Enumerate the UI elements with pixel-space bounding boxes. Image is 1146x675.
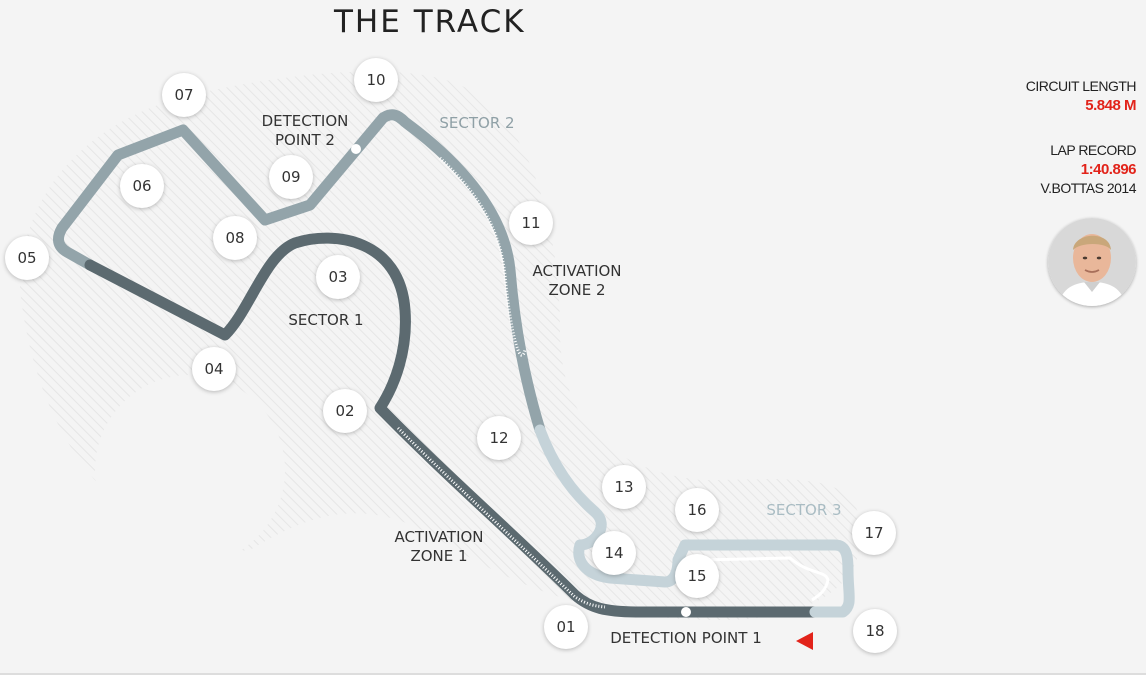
red-triangle-icon bbox=[796, 632, 813, 650]
driver-portrait-icon bbox=[1048, 218, 1136, 306]
corner-13: 13 bbox=[602, 465, 646, 509]
corner-14: 14 bbox=[592, 531, 636, 575]
corner-08: 08 bbox=[213, 216, 257, 260]
sector-3-label: SECTOR 3 bbox=[766, 501, 842, 519]
corner-12: 12 bbox=[477, 416, 521, 460]
corner-09: 09 bbox=[269, 155, 313, 199]
lap-record-label: LAP RECORD bbox=[1050, 142, 1136, 158]
track-sector-2 bbox=[53, 109, 546, 436]
detection-point-2-dot bbox=[351, 144, 361, 154]
corner-16: 16 bbox=[675, 488, 719, 532]
circuit-length-label: CIRCUIT LENGTH bbox=[1025, 78, 1137, 94]
driver-portrait bbox=[1048, 218, 1136, 306]
corner-03: 03 bbox=[316, 255, 360, 299]
corner-11: 11 bbox=[509, 201, 553, 245]
lap-record-value: 1:40.896 bbox=[1080, 161, 1137, 178]
activation-zone-2-label: ACTIVATION ZONE 2 bbox=[532, 262, 622, 299]
corner-15: 15 bbox=[675, 554, 719, 598]
circuit-length-value: 5.848 M bbox=[1085, 97, 1136, 114]
detection-point-2-label: DETECTION POINT 2 bbox=[261, 112, 349, 149]
activation-zone-1-label: ACTIVATION ZONE 1 bbox=[394, 528, 484, 565]
bottom-divider bbox=[0, 673, 1146, 675]
detection-point-1-label: DETECTION POINT 1 bbox=[610, 629, 762, 647]
corner-04: 04 bbox=[192, 347, 236, 391]
lap-record-holder: V.BOTTAS 2014 bbox=[1040, 180, 1137, 196]
sector-1-label: SECTOR 1 bbox=[288, 311, 364, 329]
page-title: THE TRACK bbox=[334, 4, 526, 40]
track-sector-3 bbox=[534, 424, 855, 618]
pit-lane bbox=[699, 556, 830, 602]
lap-record-block: LAP RECORD 1:40.896 V.BOTTAS 2014 bbox=[1040, 141, 1137, 198]
corner-05: 05 bbox=[5, 236, 49, 280]
background-hatching bbox=[20, 71, 862, 621]
corner-17: 17 bbox=[852, 511, 896, 555]
corner-18: 18 bbox=[853, 609, 897, 653]
corner-07: 07 bbox=[162, 73, 206, 117]
corner-10: 10 bbox=[354, 58, 398, 102]
corner-01: 01 bbox=[544, 605, 588, 649]
sector-2-label: SECTOR 2 bbox=[439, 114, 515, 132]
circuit-length-block: CIRCUIT LENGTH 5.848 M bbox=[1025, 77, 1137, 115]
detection-point-1-dot bbox=[681, 607, 691, 617]
corner-06: 06 bbox=[120, 164, 164, 208]
corner-02: 02 bbox=[323, 389, 367, 433]
